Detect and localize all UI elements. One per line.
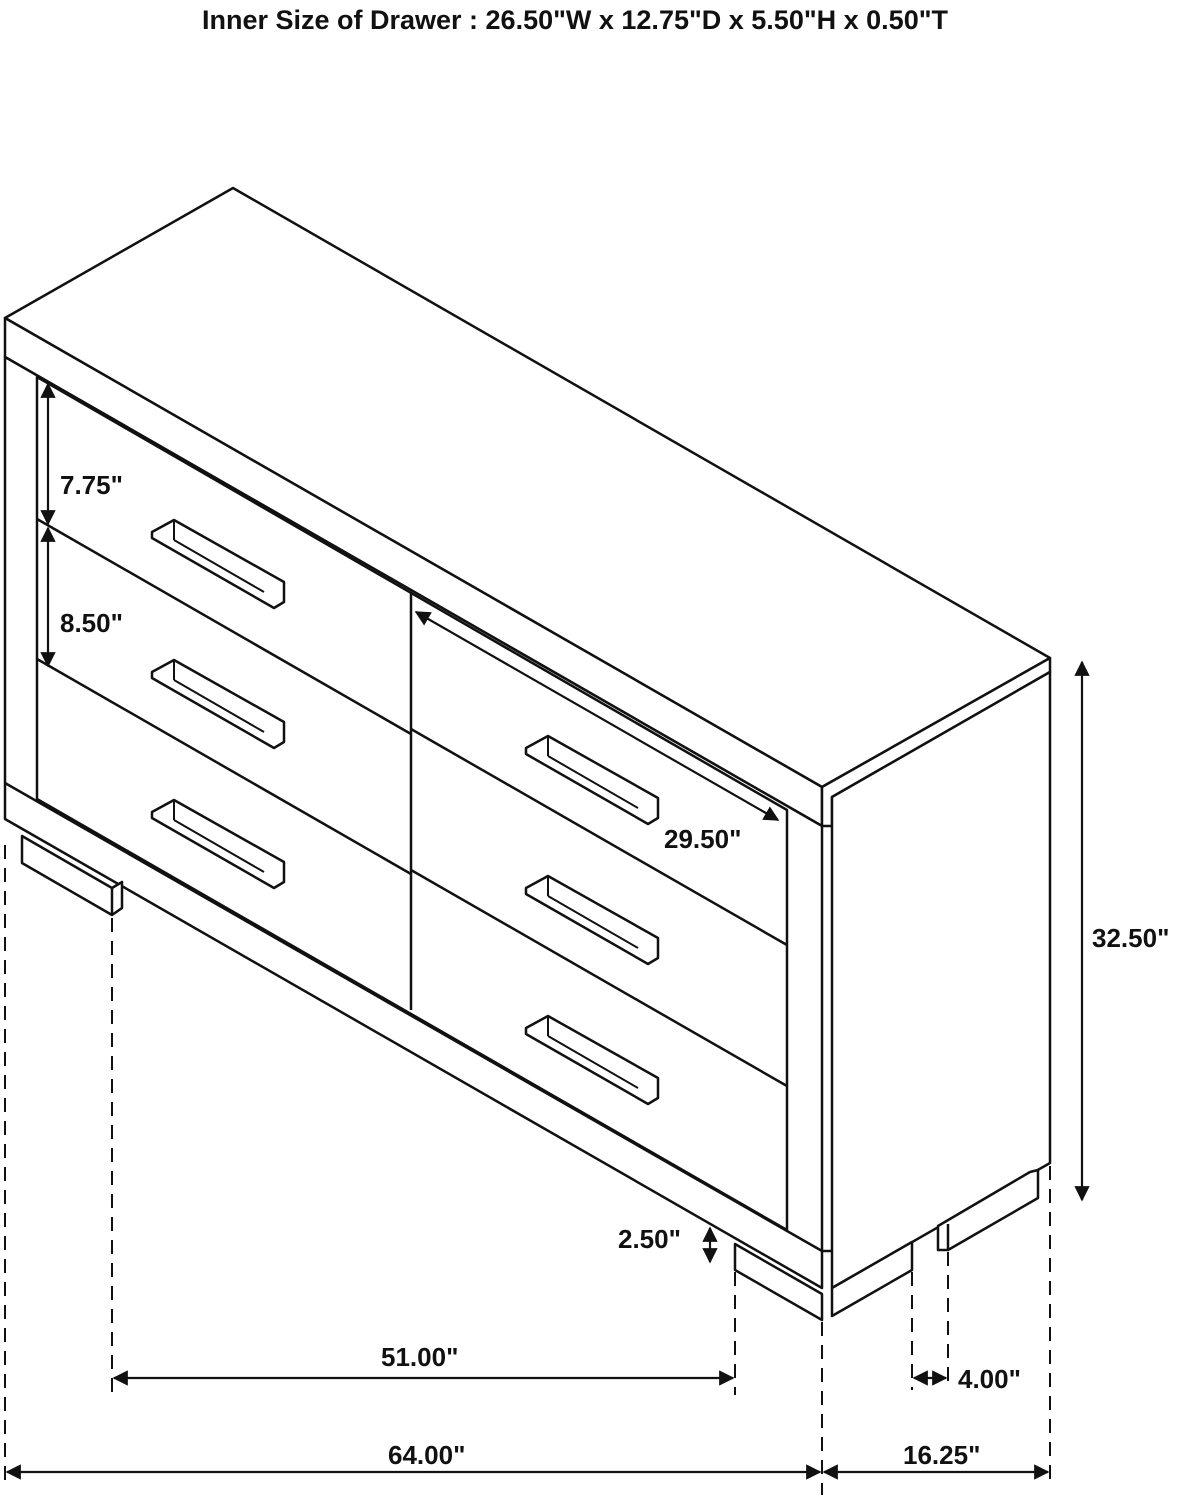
drawers [36, 517, 788, 1088]
handle [150, 658, 286, 750]
extension-lines [4, 845, 1051, 1495]
dimension-arrows [5, 382, 1090, 1480]
leg-clearance-label: 2.50" [618, 1224, 681, 1254]
side-leg [830, 1240, 914, 1318]
left-drawer-divider-1 [36, 517, 412, 736]
back-right-leg [936, 1168, 1040, 1252]
top-drawer-height-label: 7.75" [60, 470, 123, 500]
legs [20, 834, 1040, 1322]
diagram-title: Inner Size of Drawer : 26.50"W x 12.75"D… [201, 5, 949, 35]
dimension-labels: 7.75" 8.50" 29.50" 32.50" 2.50" 51.00" 4… [60, 470, 1169, 1470]
overall-height-label: 32.50" [1092, 923, 1169, 953]
leg-width-label: 4.00" [958, 1364, 1021, 1394]
dresser-body [3, 186, 1052, 1290]
overall-depth-label: 16.25" [903, 1440, 980, 1470]
overall-width-label: 64.00" [388, 1440, 465, 1470]
handle [524, 1014, 660, 1106]
right-side-panel [830, 670, 1052, 1290]
leg-spacing-label: 51.00" [381, 1342, 458, 1372]
handle [150, 798, 286, 890]
handle [524, 874, 660, 966]
front-right-leg [733, 1242, 824, 1322]
left-drawer-divider-2 [36, 657, 412, 876]
drawer-width-arrow [414, 611, 780, 821]
drawer-width-label: 29.50" [664, 824, 741, 854]
right-drawer-divider-2 [410, 868, 788, 1088]
handle [150, 518, 286, 610]
drawer-height-label: 8.50" [60, 608, 123, 638]
